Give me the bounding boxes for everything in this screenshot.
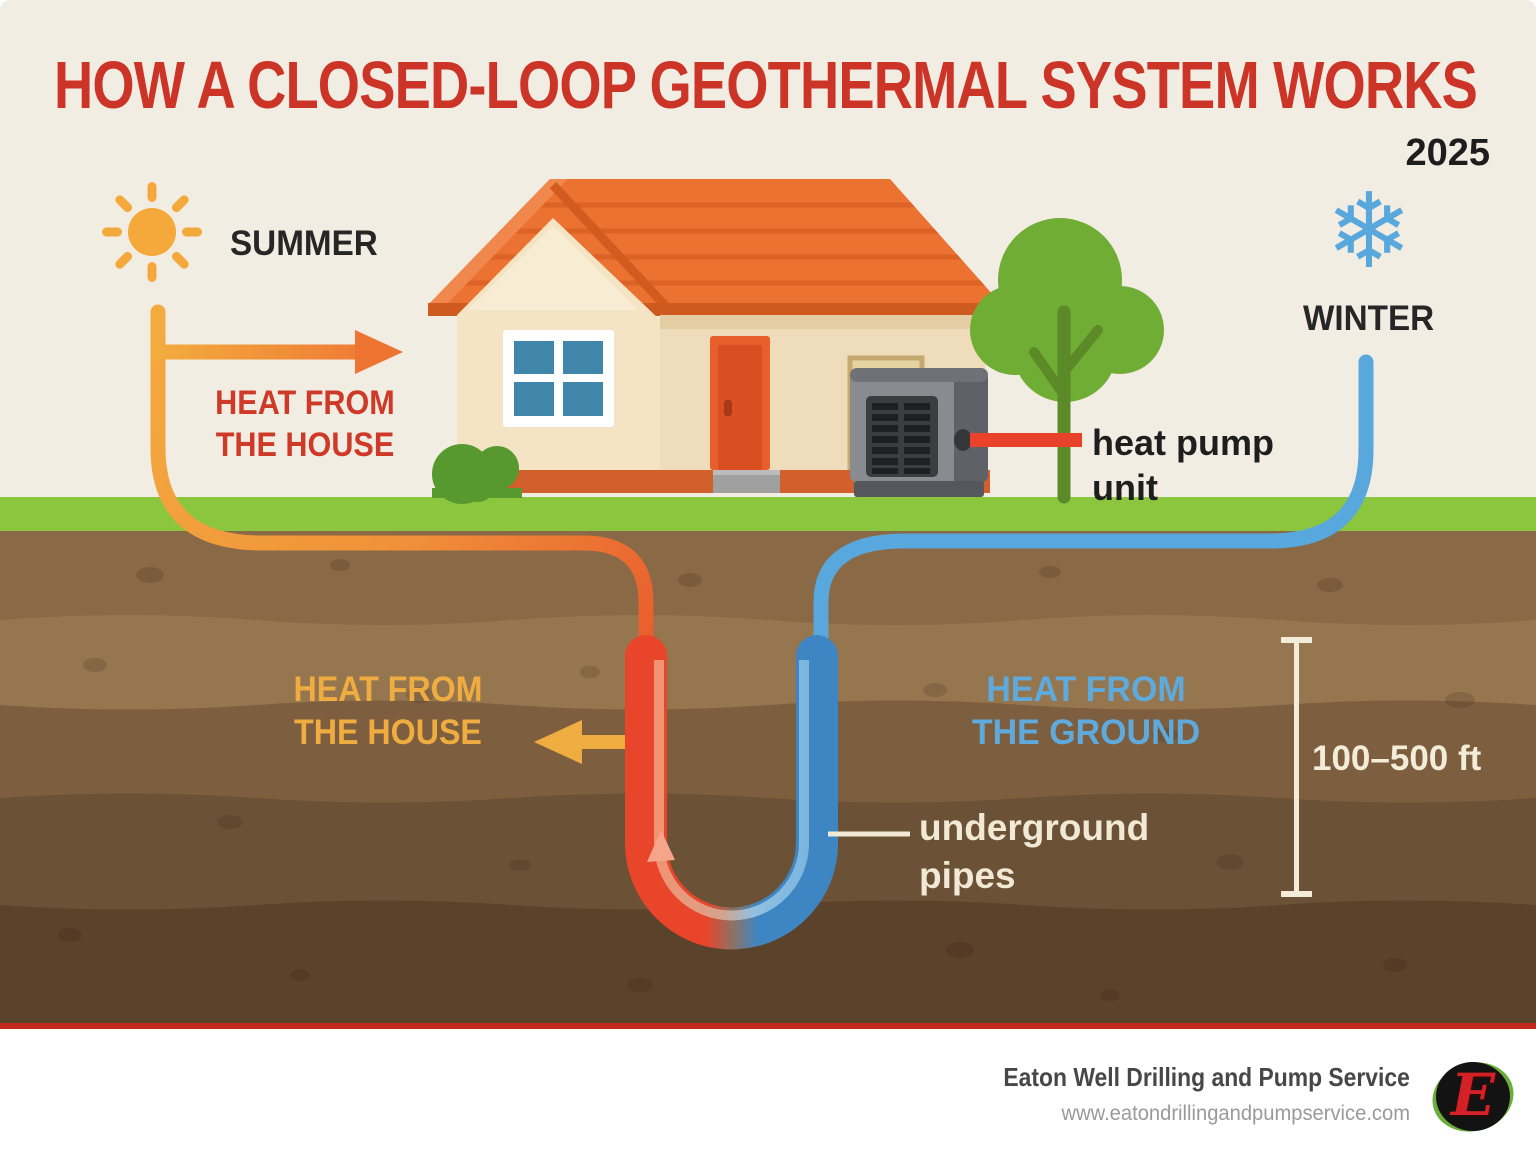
depth-measure-cap-top bbox=[1281, 637, 1312, 643]
grass bbox=[0, 497, 1536, 531]
logo-black-oval bbox=[1436, 1062, 1510, 1131]
underground-pipes-label: underground pipes bbox=[919, 807, 1150, 897]
bush-icon bbox=[432, 444, 522, 504]
ground-loop-pipes bbox=[625, 635, 838, 950]
eave-shadow bbox=[660, 315, 985, 329]
window-icon bbox=[503, 330, 614, 427]
summer-label: SUMMER bbox=[230, 224, 378, 263]
heat-pump-unit-label: heat pump unit bbox=[1092, 422, 1275, 509]
depth-measure-cap-bottom bbox=[1281, 891, 1312, 897]
company-logo: E bbox=[1424, 1053, 1522, 1141]
heat-pump-grille bbox=[866, 396, 938, 477]
house-illustration bbox=[428, 179, 1002, 493]
company-name: Eaton Well Drilling and Pump Service bbox=[1003, 1062, 1410, 1092]
soil-layers bbox=[0, 531, 1536, 1023]
winter-label: WINTER bbox=[1303, 299, 1435, 338]
heat-from-house-underground-label: HEAT FROM THE HOUSE bbox=[293, 670, 483, 753]
heat-pump-plinth bbox=[854, 481, 984, 497]
door-step bbox=[713, 470, 780, 493]
depth-measure-line bbox=[1294, 640, 1299, 894]
flow-direction-arrow bbox=[647, 830, 675, 862]
logo-letter: E bbox=[1450, 1061, 1496, 1129]
heat-pump-label-connector bbox=[970, 433, 1082, 447]
year-badge: 2025 bbox=[1405, 132, 1490, 174]
footer-divider bbox=[0, 1023, 1536, 1029]
tree-icon bbox=[970, 218, 1164, 504]
winter-pipe bbox=[813, 354, 1374, 668]
heat-pump-outlet bbox=[954, 429, 972, 451]
footer: Eaton Well Drilling and Pump Service www… bbox=[0, 1029, 1536, 1154]
snowflake-icon: ❄ bbox=[1325, 170, 1413, 292]
sun-icon bbox=[102, 182, 202, 282]
summer-heat-arrow bbox=[150, 330, 403, 374]
heat-from-house-summer-label: HEAT FROM THE HOUSE bbox=[215, 384, 395, 465]
door-icon bbox=[710, 336, 770, 470]
heat-pump-icon bbox=[850, 368, 1082, 497]
heat-from-ground-label: HEAT FROM THE GROUND bbox=[971, 670, 1201, 753]
gable-highlight bbox=[468, 226, 638, 310]
soil-pebbles bbox=[58, 559, 1475, 1001]
depth-range-label: 100–500 ft bbox=[1312, 739, 1482, 778]
website-url[interactable]: www.eatondrillingandpumpservice.com bbox=[1061, 1102, 1410, 1125]
door-step-top bbox=[713, 470, 780, 475]
summer-pipe bbox=[150, 304, 654, 668]
page-title: HOW A CLOSED-LOOP GEOTHERMAL SYSTEM WORK… bbox=[54, 48, 1478, 123]
scene-illustration bbox=[0, 0, 1536, 1023]
